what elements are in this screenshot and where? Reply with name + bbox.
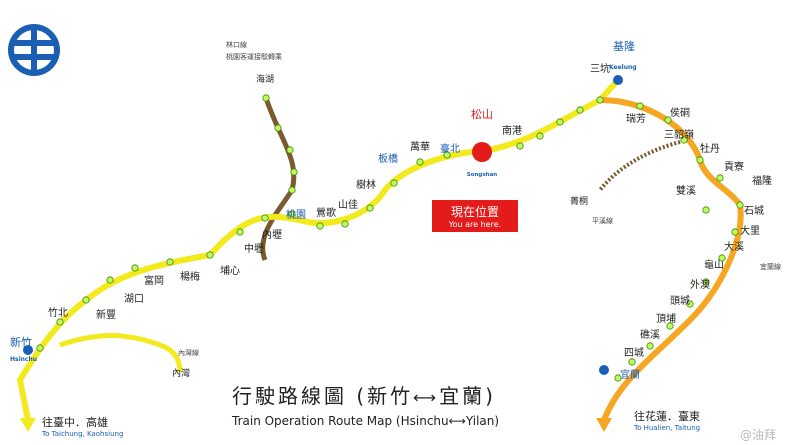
map-title-en: Train Operation Route Map (Hsinchu⟷Yilan… (232, 414, 499, 428)
west-main-line (16, 149, 471, 421)
station-zhubei: 竹北 (48, 308, 68, 319)
you-are-here-en: You are here. (448, 220, 502, 229)
title-cn-part2: 宜蘭) (439, 384, 496, 408)
station-taipei: 臺北 (440, 144, 460, 155)
station-keelung: 基隆 (613, 40, 635, 53)
station-ruifang: 瑞芳 (626, 114, 646, 125)
station-daxi: 大溪 (724, 242, 744, 253)
station-sankeng: 三坑 (590, 64, 610, 75)
arrow-both-icon: ⟷ (413, 388, 440, 407)
watermark: @油拜 (740, 428, 777, 442)
note-linkou2: 桃園客運接駁轉乘 (226, 53, 282, 61)
arrow-north-icon (20, 418, 36, 432)
station-shicheng: 石城 (744, 206, 764, 217)
you-are-here-cn: 現在位置 (450, 205, 499, 219)
station-shuangxi: 雙溪 (676, 186, 696, 197)
station-shulin: 樹林 (356, 180, 376, 191)
station-taoyuan: 桃園 (286, 210, 306, 221)
note-tonghu: 宜蘭線 (760, 263, 781, 271)
title-en-part2: Yilan) (465, 414, 500, 428)
station-xinfeng: 新豐 (96, 310, 116, 321)
station-houtong: 侯硐 (670, 108, 690, 119)
station-yilan: 宜蘭 (620, 370, 640, 381)
note-north-en: To Taichung, Kaohsiung (42, 430, 124, 438)
note-pingxi: 平溪線 (592, 217, 613, 225)
station-fugang: 富岡 (144, 276, 164, 287)
station-waiao: 外澳 (690, 280, 710, 291)
keelung-station-marker (613, 75, 623, 85)
station-puxin: 埔心 (220, 266, 240, 277)
station-shanjia: 山佳 (338, 200, 358, 211)
pingxi-branch-line (598, 140, 681, 192)
station-zhongli: 中壢 (244, 244, 264, 255)
station-mudan: 牡丹 (700, 144, 720, 155)
neiwan-branch-line (59, 333, 183, 373)
songshan-en: Songshan (467, 172, 497, 178)
arrow-both-icon-en: ⟷ (448, 414, 466, 428)
station-yangmei: 楊梅 (180, 272, 200, 283)
note-north: 往臺中．高雄 (42, 416, 108, 429)
station-gongliao: 貢寮 (724, 162, 744, 173)
title-en-part1: Train Operation Route Map (Hsinchu (232, 414, 449, 428)
arrow-south-icon (596, 418, 612, 432)
yilan-line (599, 97, 744, 422)
station-hsinchu: 新竹 (10, 336, 32, 349)
station-dots (36, 75, 744, 382)
map-title-cn: 行駛路線圖 (新竹⟷宜蘭) (232, 380, 496, 409)
station-banqiao: 板橋 (378, 154, 398, 165)
note-south: 往花蓮．臺東 (634, 410, 700, 423)
hsinchu-station-marker (23, 345, 33, 355)
station-jingtong: 菁桐 (570, 197, 589, 207)
note-south-en: To Hualien, Taitung (634, 424, 701, 432)
station-nangang: 南港 (502, 126, 522, 137)
station-guishan: 龜山 (704, 260, 724, 271)
station-keelung-en: Keelung (609, 64, 637, 71)
station-fulong: 福隆 (752, 176, 772, 187)
station-sicheng: 四城 (624, 348, 644, 359)
you-are-here-box: 現在位置 You are here. (432, 200, 518, 232)
station-jiaoxi: 礁溪 (640, 330, 660, 341)
title-cn-part1: 行駛路線圖 (新竹 (232, 384, 414, 408)
note-neiwan: 內灣線 (178, 349, 199, 357)
station-hukou: 湖口 (124, 294, 144, 305)
station-neili: 內壢 (262, 230, 282, 241)
current-station-marker (472, 142, 492, 162)
songshan-cn: 松山 (471, 107, 493, 121)
railway-logo-icon (8, 24, 60, 76)
station-toucheng: 頭城 (670, 296, 690, 307)
yilan-station-marker (599, 365, 609, 375)
station-neiwan: 內灣 (172, 369, 191, 379)
station-wanhua: 萬華 (410, 142, 430, 153)
station-sandiaoling: 三貂嶺 (664, 130, 694, 141)
station-haihu: 海湖 (256, 75, 275, 85)
station-hsinchu-en: Hsinchu (10, 356, 38, 363)
station-dali: 大里 (740, 226, 760, 237)
note-linkou: 林口線 (226, 41, 247, 49)
station-yingge: 鶯歌 (316, 208, 336, 219)
station-dingpu: 頂埔 (656, 314, 676, 325)
